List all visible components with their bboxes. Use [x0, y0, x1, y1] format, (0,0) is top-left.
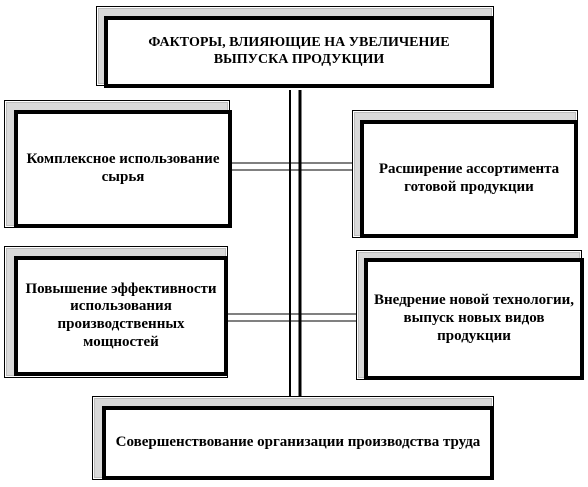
- bottom-node-box: Совершенствование организации производст…: [102, 406, 494, 480]
- left-top-node: Комплексное использование сырья: [4, 100, 232, 230]
- title-node-box: ФАКТОРЫ, ВЛИЯЮЩИЕ НА УВЕЛИЧЕНИЕ ВЫПУСКА …: [104, 16, 494, 88]
- right-bottom-node-box: Внедрение новой технологии, выпуск новых…: [364, 258, 584, 380]
- right-top-text: Расширение ассортимента готовой продукци…: [378, 161, 560, 195]
- right-bottom-text: Внедрение новой технологии, выпуск новых…: [374, 292, 574, 344]
- left-top-node-box: Комплексное использование сырья: [14, 110, 232, 228]
- left-bottom-node-box: Повышение эффективности использования пр…: [14, 256, 228, 376]
- bottom-text: Совершенствование организации производст…: [115, 434, 481, 451]
- title-text: ФАКТОРЫ, ВЛИЯЮЩИЕ НА УВЕЛИЧЕНИЕ ВЫПУСКА …: [148, 35, 450, 67]
- bottom-node: Совершенствование организации производст…: [92, 396, 496, 482]
- right-top-node: Расширение ассортимента готовой продукци…: [352, 110, 580, 240]
- right-bottom-node: Внедрение новой технологии, выпуск новых…: [356, 250, 584, 382]
- left-bottom-text: Повышение эффективности использования пр…: [25, 280, 217, 350]
- left-top-text: Комплексное использование сырья: [26, 151, 220, 185]
- title-node: ФАКТОРЫ, ВЛИЯЮЩИЕ НА УВЕЛИЧЕНИЕ ВЫПУСКА …: [96, 6, 494, 88]
- left-bottom-node: Повышение эффективности использования пр…: [4, 246, 230, 380]
- right-top-node-box: Расширение ассортимента готовой продукци…: [360, 120, 578, 238]
